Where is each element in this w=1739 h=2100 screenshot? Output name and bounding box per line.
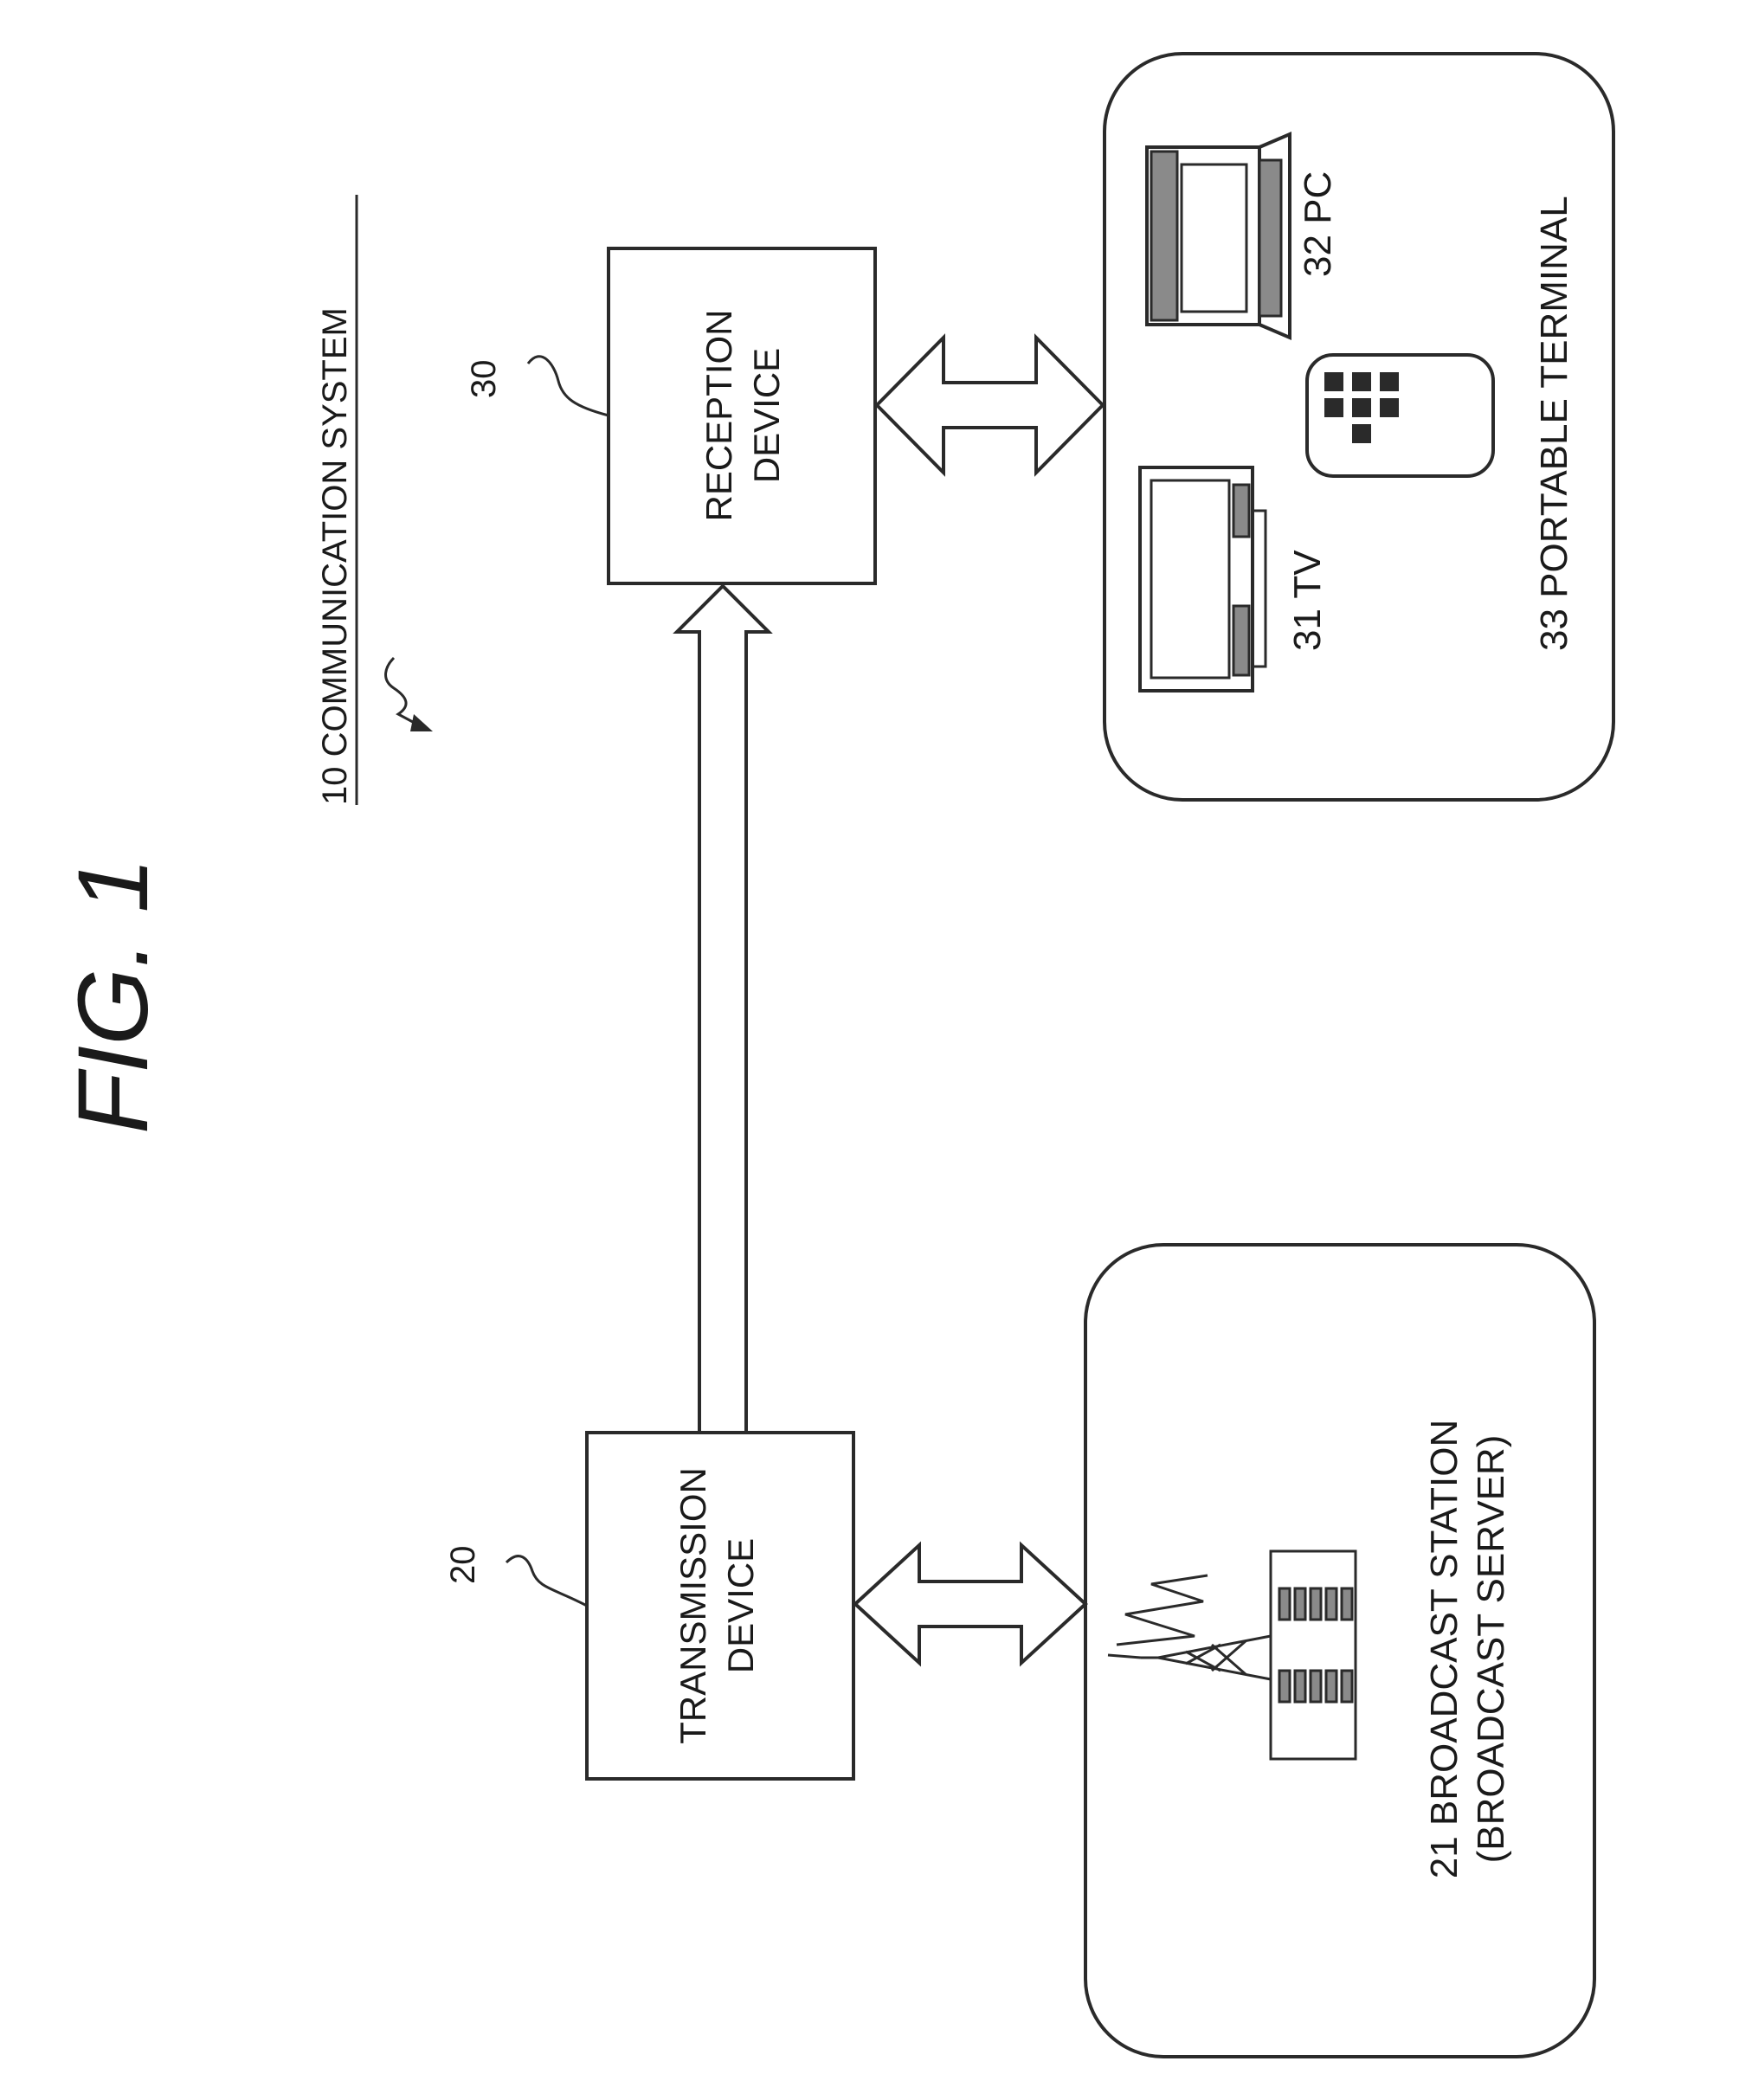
transmission-device-ref: 20 xyxy=(444,1546,482,1585)
tower-lattice xyxy=(1141,1636,1271,1679)
system-leader-arrowhead xyxy=(410,714,433,731)
system-label: 10 COMMUNICATION SYSTEM xyxy=(316,307,354,805)
portable-terminal-label: 33 PORTABLE TERMINAL xyxy=(1533,196,1575,651)
broadcast-station-line2: (BROADCAST SERVER) xyxy=(1470,1435,1512,1864)
reception-device-line2: DEVICE xyxy=(746,348,787,483)
system-leader-squiggle xyxy=(386,658,422,727)
station-window-group-top xyxy=(1279,1588,1352,1620)
transmission-broadcast-double-arrow xyxy=(855,1545,1085,1663)
reception-device-ref: 30 xyxy=(465,360,503,399)
portable-terminal-icon xyxy=(1307,355,1493,476)
broadcast-tower-icon xyxy=(1108,1551,1356,1759)
transmission-to-reception-arrow xyxy=(677,586,769,1433)
transmission-ref-leader xyxy=(506,1556,587,1606)
transmission-device-line2: DEVICE xyxy=(720,1538,761,1673)
figure-title: FIG. 1 xyxy=(58,857,169,1134)
tv-label: 31 TV xyxy=(1286,550,1329,651)
station-window-group-bottom xyxy=(1279,1671,1352,1702)
reception-terminals-double-arrow xyxy=(877,338,1103,473)
pc-label: 32 PC xyxy=(1297,171,1339,277)
reception-device-line1: RECEPTION xyxy=(699,309,739,521)
reception-ref-leader xyxy=(528,357,609,415)
tv-icon xyxy=(1140,467,1266,691)
reception-device-box xyxy=(609,248,875,583)
pc-icon xyxy=(1147,134,1290,338)
broadcast-signal-bolt xyxy=(1108,1575,1208,1658)
transmission-device-line1: TRANSMISSION xyxy=(673,1467,713,1744)
broadcast-station-line1: 21 BROADCAST STATION xyxy=(1423,1420,1465,1879)
broadcast-station-container xyxy=(1085,1245,1594,2057)
